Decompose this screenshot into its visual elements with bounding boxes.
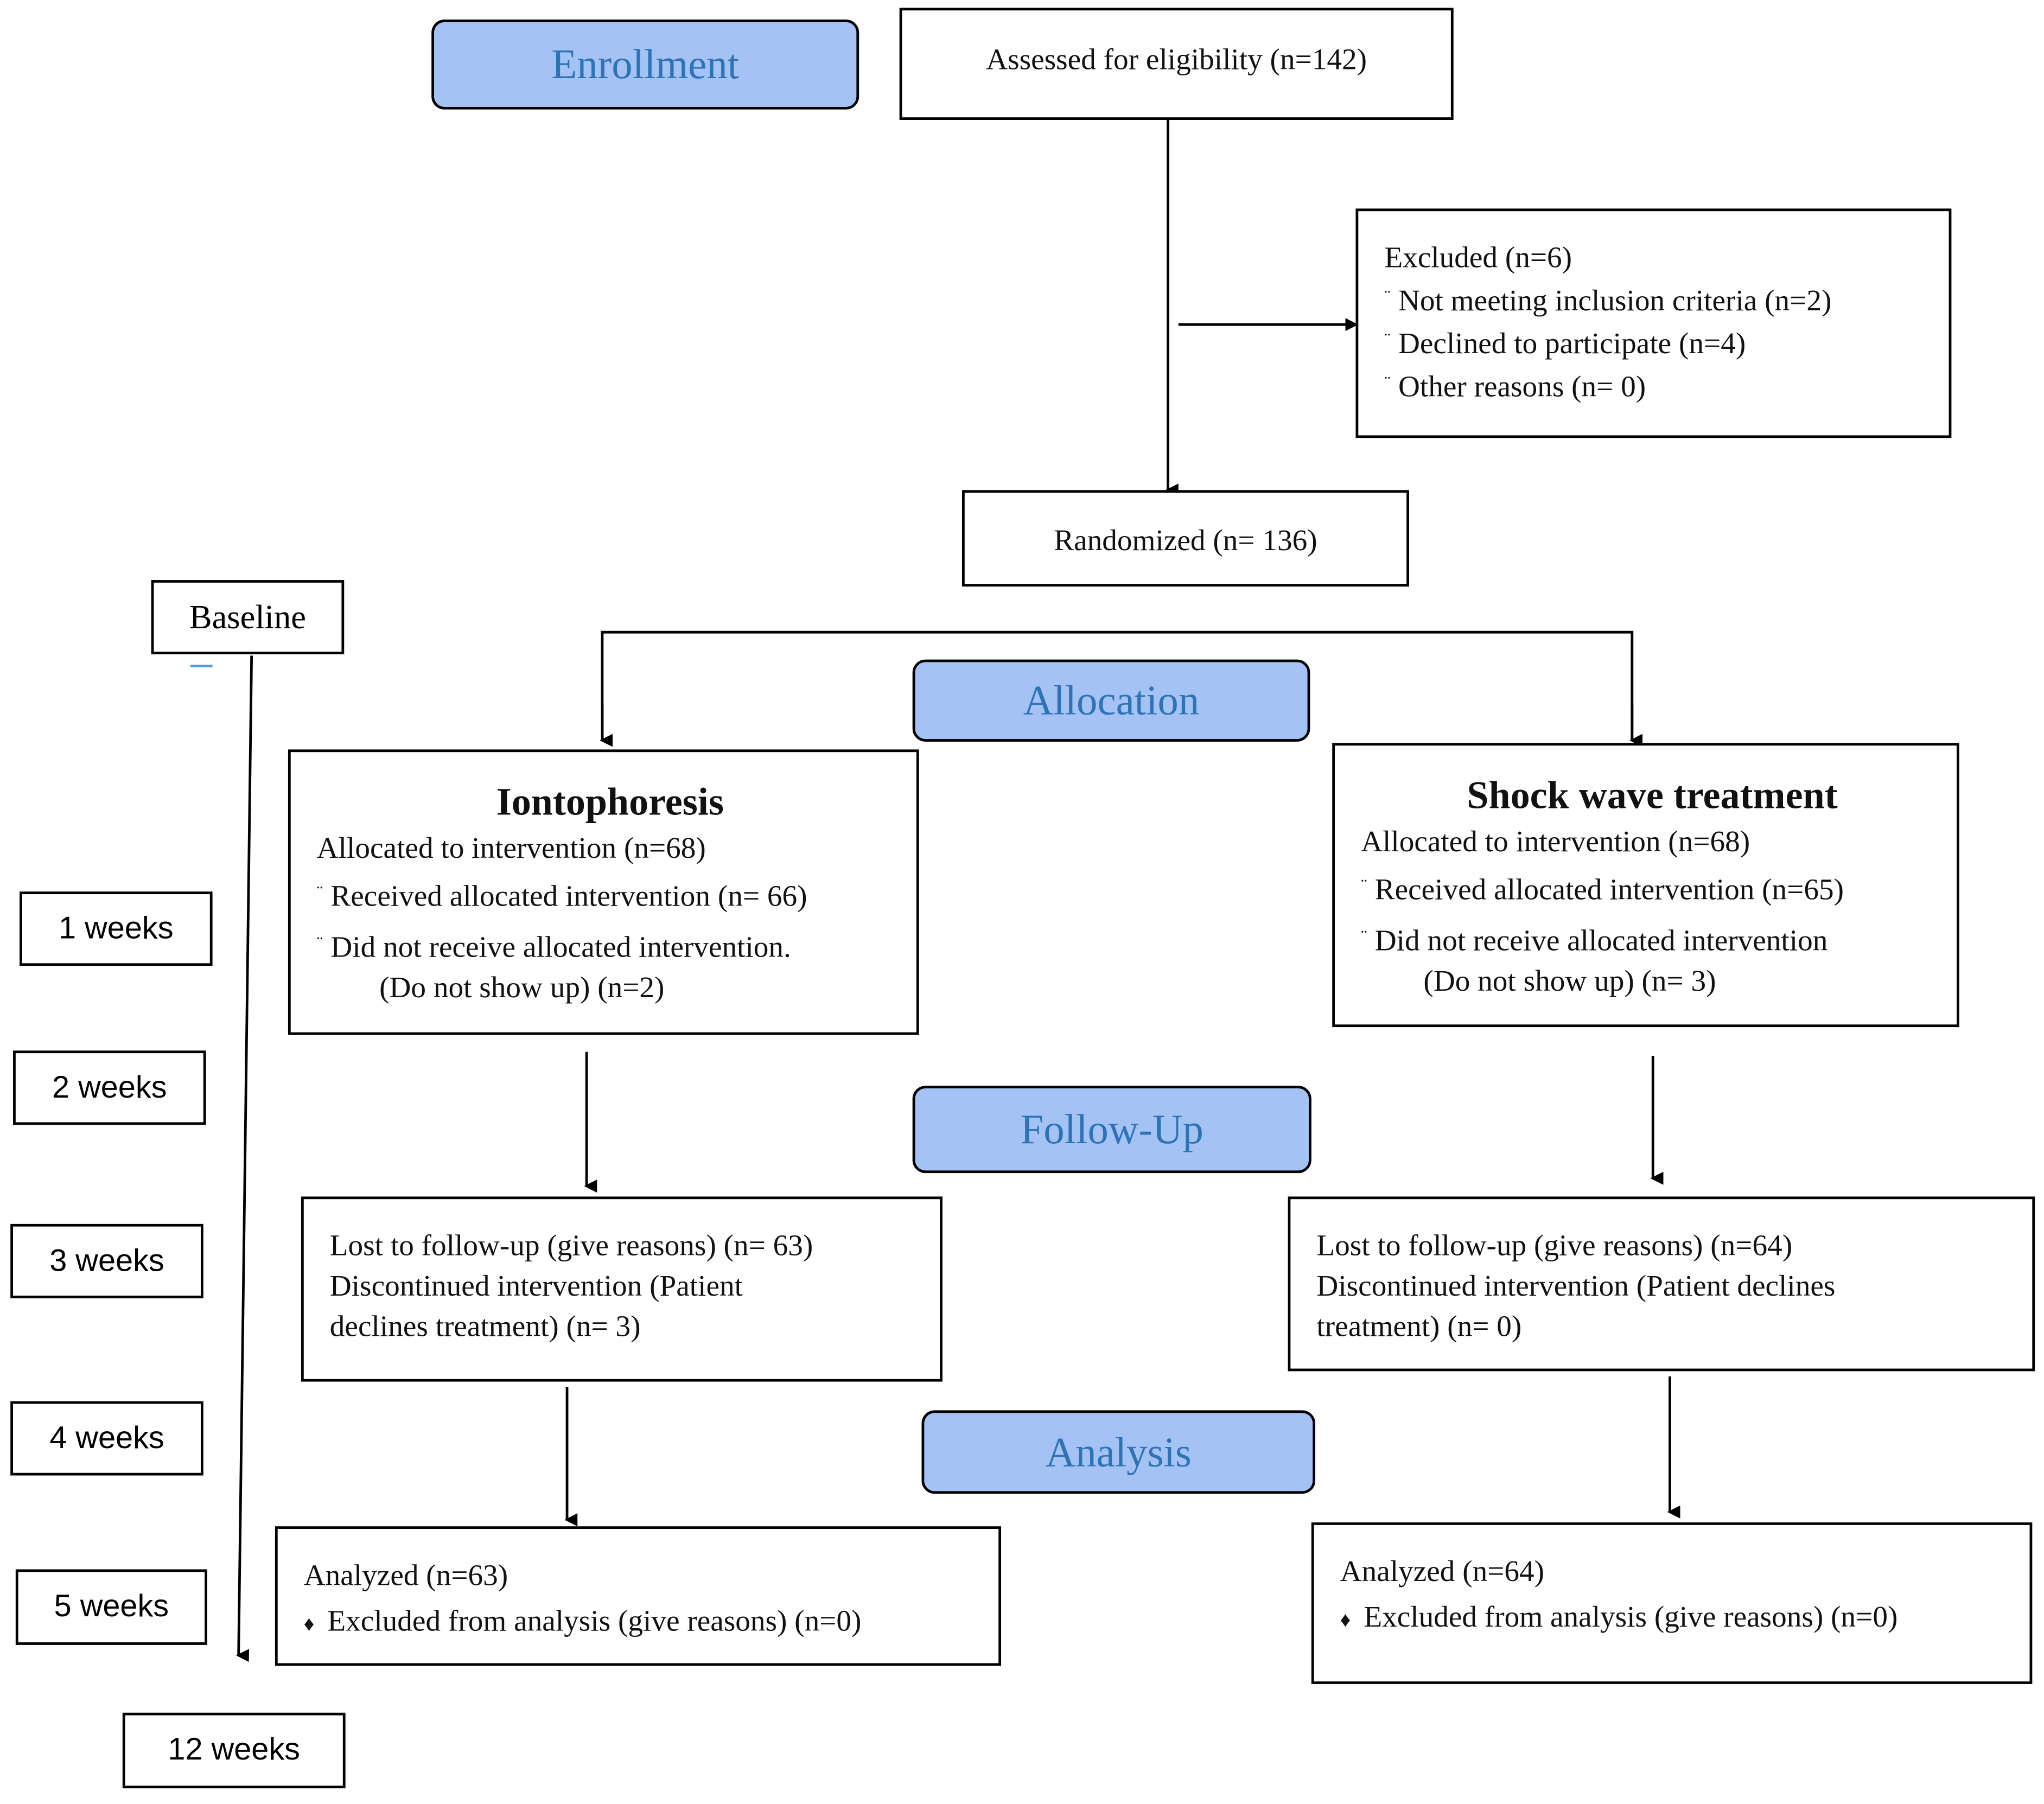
phase-enrollment: Enrollment	[431, 20, 859, 110]
not-received-item: ¨Did not receive allocated intervention	[1361, 924, 1828, 957]
analyzed-text: Analyzed (n=63)	[303, 1559, 508, 1592]
received-item: ¨Received allocated intervention (n= 66)	[316, 879, 807, 913]
discontinued-text: declines treatment) (n= 3)	[329, 1310, 641, 1343]
allocation-split-line	[601, 630, 1634, 741]
timeline-step: 3 weeks	[10, 1223, 203, 1298]
excluded-title: Excluded (n=6)	[1384, 241, 1572, 274]
shockwave-allocation-box: Shock wave treatment Allocated to interv…	[1332, 743, 1959, 1028]
discontinued-text: Discontinued intervention (Patient	[329, 1269, 743, 1302]
not-received-reason: (Do not show up) (n= 3)	[1423, 964, 1716, 997]
iontophoresis-title: Iontophoresis	[496, 781, 724, 824]
received-item: ¨Received allocated intervention (n=65)	[1361, 873, 1844, 906]
discontinued-text: Discontinued intervention (Patient decli…	[1316, 1269, 1836, 1302]
lost-text: Lost to follow-up (give reasons) (n=64)	[1316, 1229, 1793, 1262]
timeline-step: 2 weeks	[13, 1050, 206, 1125]
not-received-reason: (Do not show up) (n=2)	[379, 971, 665, 1004]
analyzed-text: Analyzed (n=64)	[1340, 1555, 1545, 1588]
iontophoresis-analysis-box: Analyzed (n=63) ♦Excluded from analysis …	[275, 1526, 1002, 1666]
iontophoresis-allocation-box: Iontophoresis Allocated to intervention …	[288, 749, 919, 1035]
shockwave-title: Shock wave treatment	[1467, 774, 1838, 818]
assessed-box: Assessed for eligibility (n=142)	[899, 8, 1454, 120]
timeline-step: 12 weeks	[122, 1712, 346, 1789]
excluded-analysis-item: ♦Excluded from analysis (give reasons) (…	[1340, 1601, 1898, 1634]
excluded-item: ¨Other reasons (n= 0)	[1384, 370, 1646, 403]
assessed-text: Assessed for eligibility (n=142)	[986, 43, 1367, 76]
lost-text: Lost to follow-up (give reasons) (n= 63)	[329, 1229, 813, 1262]
timeline-step: 1 weeks	[20, 891, 213, 966]
excluded-item: ¨Not meeting inclusion criteria (n=2)	[1384, 284, 1832, 317]
excluded-item: ¨Declined to participate (n=4)	[1384, 327, 1746, 360]
not-received-item: ¨Did not receive allocated intervention.	[316, 930, 791, 964]
shockwave-analysis-box: Analyzed (n=64) ♦Excluded from analysis …	[1311, 1522, 2033, 1684]
phase-allocation: Allocation	[912, 659, 1310, 742]
randomized-text: Randomized (n= 136)	[1054, 524, 1317, 557]
timeline-step: 4 weeks	[10, 1401, 203, 1476]
timeline-step: 5 weeks	[15, 1569, 207, 1645]
timeline-arrow	[235, 655, 253, 1662]
shockwave-followup-box: Lost to follow-up (give reasons) (n=64) …	[1288, 1196, 2035, 1372]
phase-analysis: Analysis	[921, 1410, 1316, 1494]
excluded-box: Excluded (n=6) ¨Not meeting inclusion cr…	[1355, 208, 1952, 438]
allocated-text: Allocated to intervention (n=68)	[316, 831, 706, 864]
diamond-bullet-icon: ♦	[303, 1614, 315, 1636]
discontinued-text: treatment) (n= 0)	[1316, 1310, 1522, 1343]
randomized-box: Randomized (n= 136)	[961, 490, 1409, 587]
phase-follow-up: Follow-Up	[912, 1086, 1311, 1174]
diamond-bullet-icon: ♦	[1340, 1609, 1351, 1632]
iontophoresis-followup-box: Lost to follow-up (give reasons) (n= 63)…	[301, 1196, 943, 1382]
excluded-analysis-item: ♦Excluded from analysis (give reasons) (…	[303, 1604, 862, 1637]
timeline-baseline: Baseline	[151, 580, 345, 655]
allocated-text: Allocated to intervention (n=68)	[1361, 825, 1750, 858]
